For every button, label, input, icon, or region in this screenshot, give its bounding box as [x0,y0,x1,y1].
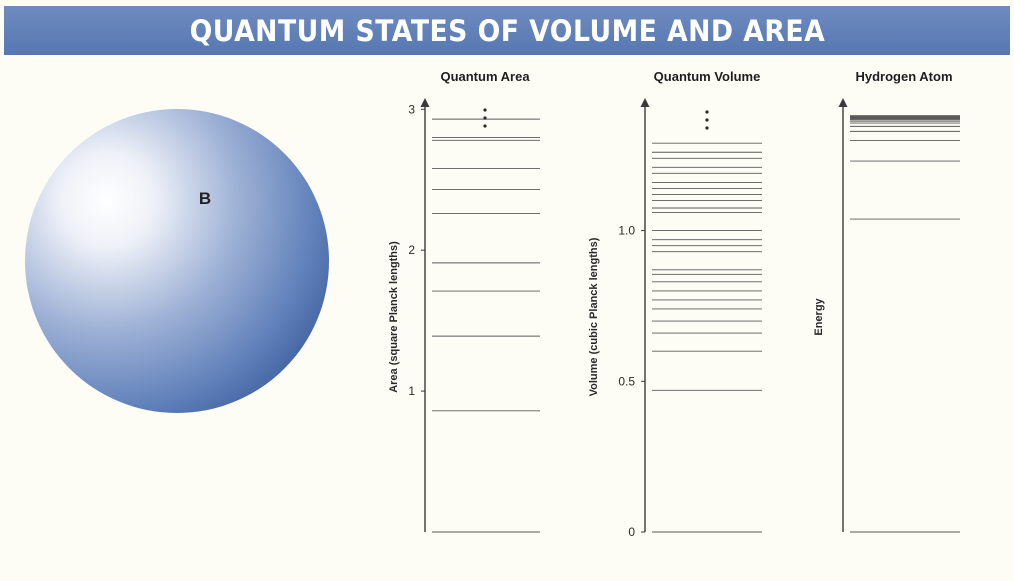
chart-quantum-volume: Quantum Volume Volume (cubic Planck leng… [588,69,762,539]
y-tick-label: 3 [408,102,415,116]
sphere [25,109,329,413]
continuation-dot [705,110,709,114]
sphere-illustration: B [24,108,334,423]
chart-quantum-area: Quantum Area Area (square Planck lengths… [388,69,540,533]
y-tick-label: 0 [628,525,635,539]
y-axis-label: Volume (cubic Planck lengths) [588,237,600,396]
y-tick-label: 2 [408,243,415,257]
y-tick-label: 1 [408,384,415,398]
sphere-graphic: B [25,109,329,413]
continuation-dot [483,124,487,128]
y-axis-label: Area (square Planck lengths) [388,241,400,393]
chart-title: Hydrogen Atom [855,69,952,84]
page-title: QUANTUM STATES OF VOLUME AND AREA [189,13,825,48]
sphere-label: B [199,189,211,208]
y-axis-label: Energy [813,297,825,335]
continuation-dot [483,108,487,112]
continuation-dot [705,118,709,122]
y-axis-arrow-icon [838,98,848,107]
y-axis-arrow-icon [420,98,430,107]
title-banner: QUANTUM STATES OF VOLUME AND AREA [4,6,1010,55]
y-tick-label: 0.5 [618,374,635,388]
chart-title: Quantum Area [440,69,530,84]
y-axis-arrow-icon [640,98,650,107]
chart-title: Quantum Volume [654,69,761,84]
chart-hydrogen-atom: Hydrogen Atom Energy [813,69,960,533]
continuation-dot [483,116,487,120]
continuation-dot [705,126,709,130]
y-tick-label: 1.0 [618,224,635,238]
